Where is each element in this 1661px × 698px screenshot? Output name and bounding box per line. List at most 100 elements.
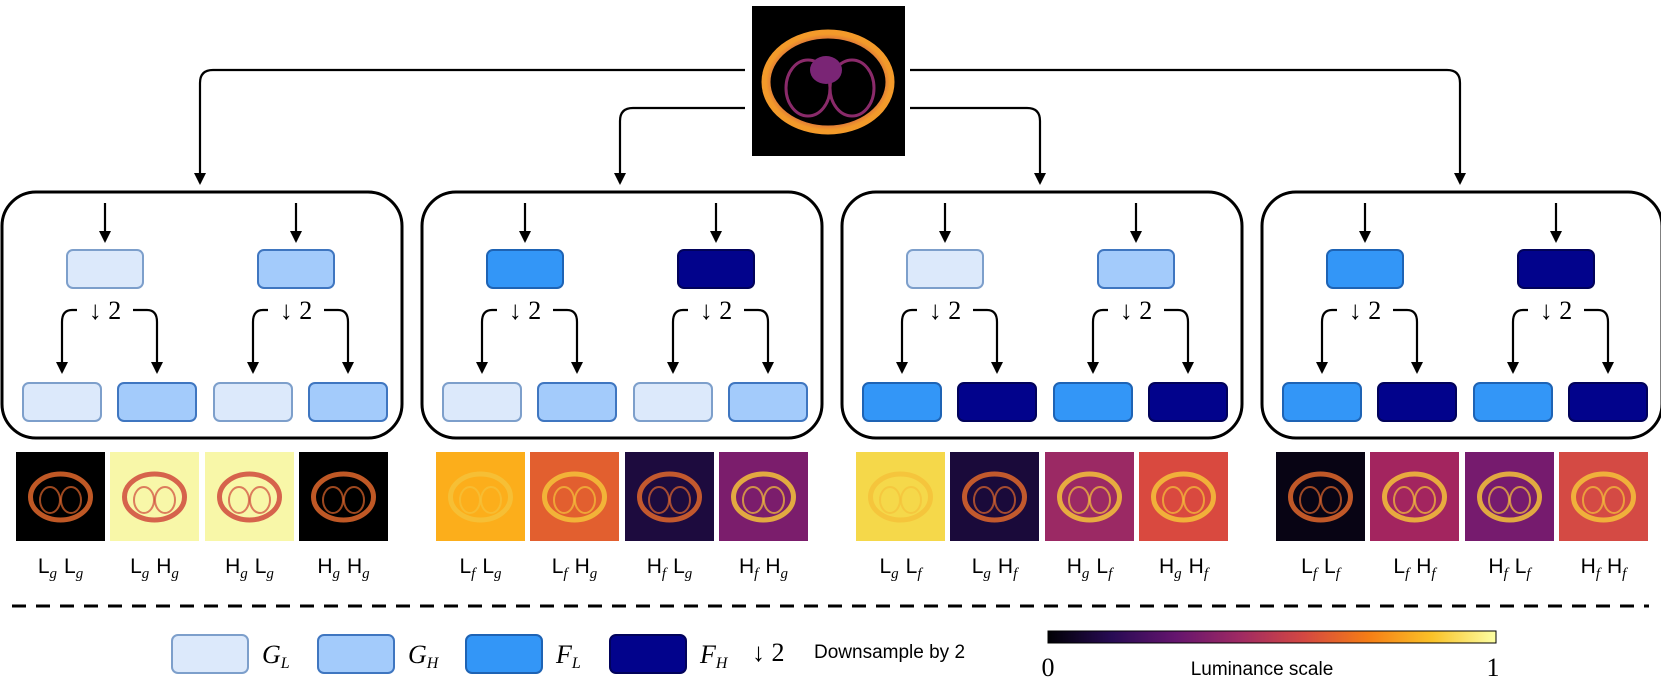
legend-swatch-gl bbox=[171, 634, 249, 674]
split-arrow-left bbox=[1316, 308, 1337, 374]
split-arrow-right bbox=[744, 308, 774, 374]
split-arrow-left bbox=[476, 308, 497, 374]
split-arrow-right bbox=[553, 308, 583, 374]
legend-label-fh: FH bbox=[699, 640, 729, 672]
second-level-filter-gh bbox=[308, 382, 388, 422]
second-level-filter-fh bbox=[1568, 382, 1648, 422]
downsample-label: ↓ 2 bbox=[700, 296, 733, 325]
group-frame bbox=[0, 190, 404, 440]
subband-thumbnail bbox=[436, 452, 525, 541]
second-level-filter-fl bbox=[862, 382, 942, 422]
first-level-filter-fh bbox=[1517, 249, 1595, 289]
arrow-to-group-2 bbox=[614, 106, 745, 185]
split-arrow-left bbox=[1087, 308, 1108, 374]
subband-thumbnail bbox=[1276, 452, 1365, 541]
second-level-filter-gl bbox=[442, 382, 522, 422]
subband-thumbnail bbox=[16, 452, 105, 541]
subband-thumbnail bbox=[625, 452, 714, 541]
split-arrow-right bbox=[973, 308, 1003, 374]
second-level-filter-gl bbox=[22, 382, 102, 422]
first-level-filter-gl bbox=[906, 249, 984, 289]
split-arrow-right bbox=[1164, 308, 1194, 374]
legend-swatch-fl bbox=[465, 634, 543, 674]
colorbar-min-label: 0 bbox=[1042, 653, 1055, 682]
group-frame bbox=[420, 190, 824, 440]
downsample-label: ↓ 2 bbox=[1349, 296, 1382, 325]
subband-thumbnail bbox=[1139, 452, 1228, 541]
split-arrow-left bbox=[56, 308, 77, 374]
subband-thumbnail bbox=[530, 452, 619, 541]
legend-label-gh: GH bbox=[408, 640, 440, 672]
second-level-filter-fl bbox=[1282, 382, 1362, 422]
subband-thumbnail bbox=[1045, 452, 1134, 541]
second-level-filter-fh bbox=[957, 382, 1037, 422]
downsample-label: ↓ 2 bbox=[509, 296, 542, 325]
subband-thumbnail bbox=[856, 452, 945, 541]
split-arrow-left bbox=[1507, 308, 1528, 374]
first-level-filter-gl bbox=[66, 249, 144, 289]
downsample-label: ↓ 2 bbox=[280, 296, 313, 325]
second-level-filter-gh bbox=[728, 382, 808, 422]
first-level-filter-gh bbox=[1097, 249, 1175, 289]
arrow-to-group-1 bbox=[194, 68, 745, 185]
arrow-to-group-4 bbox=[910, 68, 1466, 185]
second-level-filter-gl bbox=[213, 382, 293, 422]
split-arrow-right bbox=[1393, 308, 1423, 374]
legend-swatch-fh bbox=[609, 634, 687, 674]
downsample-label: ↓ 2 bbox=[1120, 296, 1153, 325]
first-level-filter-fl bbox=[486, 249, 564, 289]
legend-label-gl: GL bbox=[262, 640, 290, 672]
split-arrow-left bbox=[247, 308, 268, 374]
legend-downsample-text: Downsample by 2 bbox=[814, 642, 965, 663]
first-level-filter-fl bbox=[1326, 249, 1404, 289]
second-level-filter-fl bbox=[1053, 382, 1133, 422]
group-frame bbox=[840, 190, 1244, 440]
legend-downsample-symbol: ↓ 2 bbox=[752, 638, 785, 667]
second-level-filter-fh bbox=[1148, 382, 1228, 422]
second-level-filter-fh bbox=[1377, 382, 1457, 422]
second-level-filter-gl bbox=[633, 382, 713, 422]
downsample-label: ↓ 2 bbox=[89, 296, 122, 325]
subband-thumbnail bbox=[719, 452, 808, 541]
split-arrow-left bbox=[896, 308, 917, 374]
first-level-filter-fh bbox=[677, 249, 755, 289]
split-arrow-right bbox=[324, 308, 354, 374]
input-ct-image bbox=[752, 6, 905, 156]
downsample-label: ↓ 2 bbox=[1540, 296, 1573, 325]
arrow-to-group-3 bbox=[910, 106, 1046, 185]
first-level-filter-gh bbox=[257, 249, 335, 289]
second-level-filter-gh bbox=[537, 382, 617, 422]
subband-thumbnail bbox=[110, 452, 199, 541]
colorbar-max-label: 1 bbox=[1487, 653, 1500, 682]
split-arrow-right bbox=[1584, 308, 1614, 374]
subband-thumbnail bbox=[1370, 452, 1459, 541]
subband-thumbnail bbox=[1465, 452, 1554, 541]
subband-thumbnail bbox=[205, 452, 294, 541]
downsample-label: ↓ 2 bbox=[929, 296, 962, 325]
subband-thumbnail bbox=[299, 452, 388, 541]
second-level-filter-gh bbox=[117, 382, 197, 422]
colorbar-title: Luminance scale bbox=[1191, 659, 1334, 680]
group-frame bbox=[1260, 190, 1661, 440]
